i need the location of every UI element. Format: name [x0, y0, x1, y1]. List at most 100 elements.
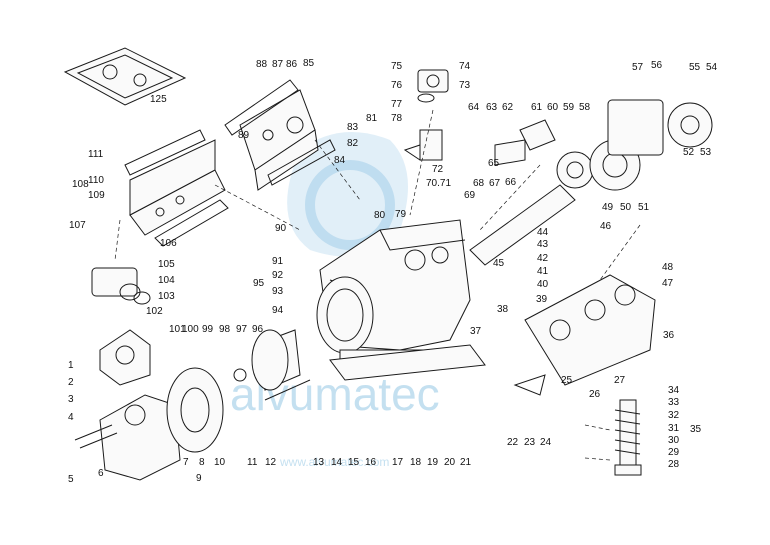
part-label-100: 100 [182, 324, 199, 335]
part-label-12: 12 [265, 457, 277, 468]
part-label-110: 110 [88, 175, 104, 186]
part-label-42: 42 [537, 253, 549, 264]
part-label-99: 99 [202, 324, 214, 335]
part-label-27: 27 [614, 375, 626, 386]
part-label-14: 14 [331, 457, 343, 468]
part-label-58: 58 [579, 102, 591, 113]
part-label-104: 104 [158, 275, 175, 286]
part-label-74: 74 [459, 61, 471, 72]
part-label-103: 103 [158, 291, 175, 302]
part-label-2: 2 [68, 377, 74, 388]
part-label-54: 54 [706, 62, 718, 73]
part-label-47: 47 [662, 278, 674, 289]
part-label-53: 53 [700, 147, 712, 158]
part-label-70-71: 70.71 [426, 178, 451, 189]
part-label-32: 32 [668, 410, 680, 421]
part-label-61: 61 [531, 102, 543, 113]
part-label-111: 111 [88, 149, 104, 160]
part-label-77: 77 [391, 99, 403, 110]
part-label-68: 68 [473, 178, 485, 189]
oil-pump-assembly [513, 274, 656, 396]
part-label-106: 106 [160, 238, 177, 249]
part-label-57: 57 [632, 62, 644, 73]
part-label-89: 89 [238, 130, 250, 141]
part-label-13: 13 [313, 457, 325, 468]
part-label-34: 34 [668, 385, 680, 396]
part-label-29: 29 [668, 447, 680, 458]
part-label-98: 98 [219, 324, 231, 335]
part-label-44: 44 [537, 227, 549, 238]
part-label-30: 30 [668, 435, 680, 446]
part-label-82: 82 [347, 138, 359, 149]
part-label-97: 97 [236, 324, 248, 335]
part-label-15: 15 [348, 457, 360, 468]
gasket-tag: 125 [150, 94, 167, 105]
part-label-79: 79 [395, 209, 407, 220]
part-label-8: 8 [199, 457, 205, 468]
part-label-35: 35 [690, 424, 702, 435]
part-label-67: 67 [489, 178, 501, 189]
filter-assembly [166, 329, 311, 453]
part-label-90: 90 [275, 223, 287, 234]
part-label-48: 48 [662, 262, 674, 273]
crankshaft-assembly [469, 99, 713, 266]
part-label-9: 9 [196, 473, 202, 484]
part-label-75: 75 [391, 61, 403, 72]
part-label-17: 17 [392, 457, 404, 468]
part-label-62: 62 [502, 102, 514, 113]
part-label-5: 5 [68, 474, 74, 485]
part-label-10: 10 [214, 457, 226, 468]
part-label-46: 46 [600, 221, 612, 232]
compressor-housing [316, 219, 486, 381]
part-label-86: 86 [286, 59, 298, 70]
part-label-39: 39 [536, 294, 548, 305]
watermark-url: www.alvumatec.com [279, 455, 389, 469]
part-label-65: 65 [488, 158, 500, 169]
relief-valve-assembly [584, 399, 642, 476]
part-label-109: 109 [88, 190, 105, 201]
part-label-1: 1 [68, 360, 74, 371]
part-label-107: 107 [69, 220, 86, 231]
part-label-102: 102 [146, 306, 163, 317]
part-label-81: 81 [366, 113, 378, 124]
part-label-64: 64 [468, 102, 480, 113]
part-label-108: 108 [72, 179, 89, 190]
part-label-56: 56 [651, 60, 663, 71]
part-label-105: 105 [158, 259, 175, 270]
part-label-96: 96 [252, 324, 264, 335]
part-label-50: 50 [620, 202, 632, 213]
part-label-76: 76 [391, 80, 403, 91]
part-label-52: 52 [683, 147, 695, 158]
part-label-40: 40 [537, 279, 549, 290]
part-label-51: 51 [638, 202, 650, 213]
part-label-16: 16 [365, 457, 377, 468]
part-label-93: 93 [272, 286, 284, 297]
part-label-66: 66 [505, 177, 517, 188]
assembly-guides [114, 109, 641, 281]
part-label-26: 26 [589, 389, 601, 400]
part-label-95: 95 [253, 278, 265, 289]
part-label-87: 87 [272, 59, 284, 70]
part-label-19: 19 [427, 457, 439, 468]
part-label-91: 91 [272, 256, 284, 267]
part-label-24: 24 [540, 437, 552, 448]
part-label-101: 101 [169, 324, 186, 335]
part-label-31: 31 [668, 423, 680, 434]
part-label-43: 43 [537, 239, 549, 250]
part-label-22: 22 [507, 437, 519, 448]
part-label-72: 72 [432, 164, 444, 175]
gasket-set: 125 [63, 47, 187, 106]
part-label-6: 6 [98, 468, 104, 479]
part-label-37: 37 [470, 326, 482, 337]
part-label-20: 20 [444, 457, 456, 468]
part-label-49: 49 [602, 202, 614, 213]
part-label-63: 63 [486, 102, 498, 113]
part-label-28: 28 [668, 459, 680, 470]
part-label-59: 59 [563, 102, 575, 113]
part-label-85: 85 [303, 58, 315, 69]
part-label-33: 33 [668, 397, 680, 408]
part-label-3: 3 [68, 394, 74, 405]
part-label-69: 69 [464, 190, 476, 201]
